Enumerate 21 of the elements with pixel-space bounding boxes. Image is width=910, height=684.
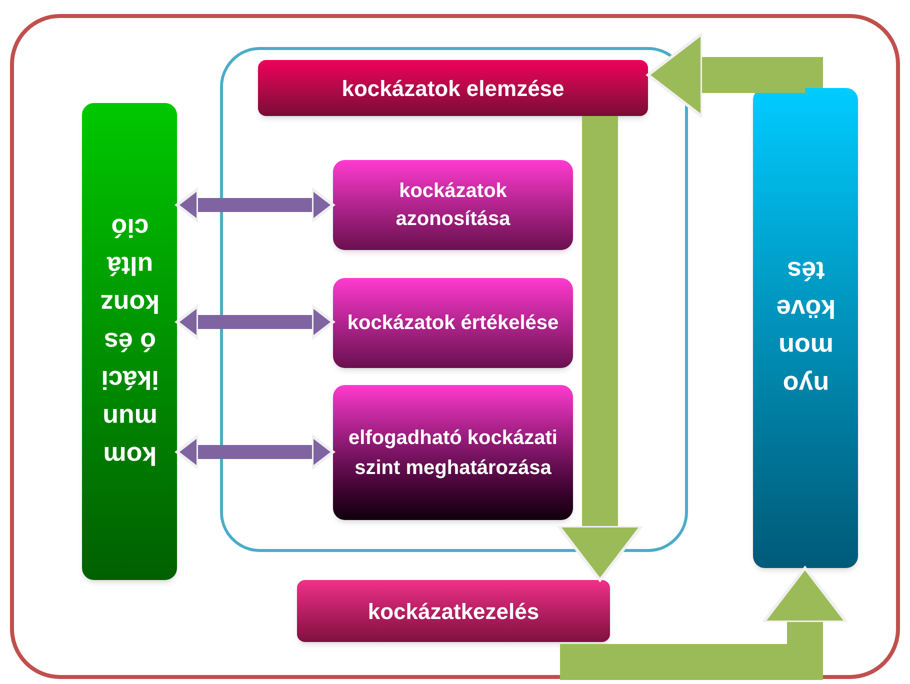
process-box <box>333 385 573 520</box>
node-text: kockázatkezelés <box>368 598 540 626</box>
node-text: nyo mon köve tés <box>774 255 836 402</box>
inner-frame <box>220 47 688 552</box>
double-arrow <box>176 434 334 470</box>
node-text: kockázatok értékelése <box>347 311 559 336</box>
vertical-bar <box>82 103 177 580</box>
node-text: kockázatok elemzése <box>342 74 564 102</box>
process-box <box>333 278 573 368</box>
block-arrow <box>646 32 823 118</box>
node-text: elfogadható kockázati szint meghatározása <box>348 426 558 480</box>
process-box <box>297 580 610 642</box>
double-arrow <box>176 304 334 340</box>
block-arrow <box>560 566 848 680</box>
process-box <box>258 60 648 116</box>
double-arrow <box>176 187 334 223</box>
outer-frame <box>10 14 900 679</box>
node-text: kockázatok azonosítása <box>394 179 512 232</box>
node-text: kom mun ikáci ó és konz ultá ció <box>98 212 160 472</box>
process-box <box>333 160 573 250</box>
vertical-bar <box>753 88 858 568</box>
